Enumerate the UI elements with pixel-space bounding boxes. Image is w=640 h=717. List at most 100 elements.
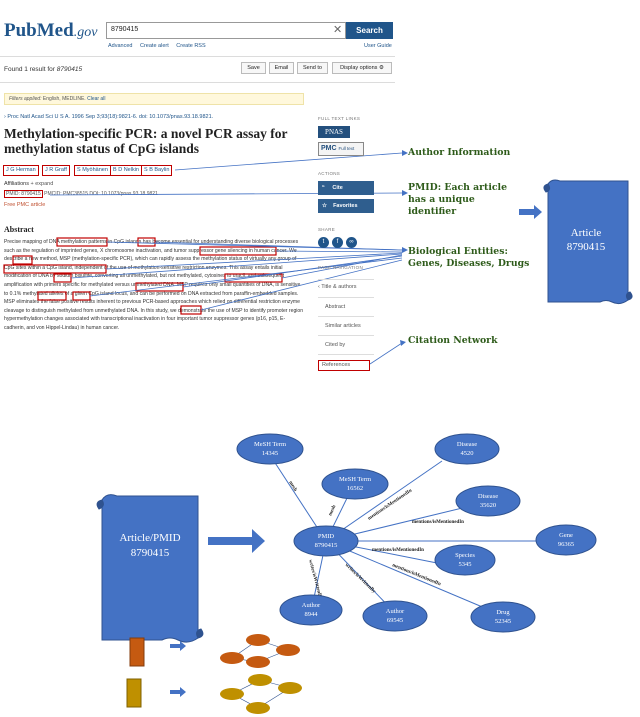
free-pmc-article[interactable]: Free PMC article — [4, 202, 46, 208]
header-divider — [0, 56, 395, 57]
create-rss-link[interactable]: Create RSS — [176, 43, 206, 49]
scroll-line1: Article — [571, 227, 602, 239]
clear-all-link[interactable]: Clear all — [87, 96, 106, 102]
pmc-full-text-link[interactable]: PMC Full text — [318, 142, 364, 156]
logo-text: PubMed — [4, 20, 74, 41]
cite-button[interactable]: “ Cite — [318, 181, 374, 195]
node-drug-value: 52345 — [495, 618, 511, 625]
nav-label: Title & authors — [321, 284, 357, 290]
edge-label-mesh: mesh — [287, 480, 297, 492]
node-drug-label: Drug — [496, 609, 510, 616]
nav-abstract[interactable]: Abstract — [325, 304, 346, 310]
arrowhead — [400, 340, 406, 346]
node-mesh2-label: MeSH Term — [339, 476, 371, 483]
article-pmid-line1: Article/PMID — [119, 532, 180, 544]
logo-gov: .gov — [73, 25, 98, 40]
node-gene — [535, 524, 597, 556]
share-label: SHARE — [318, 227, 336, 232]
article-title: Methylation-specific PCR: a novel PCR as… — [4, 126, 288, 156]
node-disease1-value: 4520 — [461, 450, 474, 457]
node-pmid-label: PMID — [318, 533, 335, 540]
connector-line — [174, 152, 403, 171]
node-disease1 — [434, 433, 500, 465]
author-link[interactable]: S B Baylin — [141, 165, 173, 176]
abstract-heading: Abstract — [4, 225, 34, 234]
filters-value: English, MEDLINE. — [42, 96, 86, 102]
connector-line — [369, 342, 403, 365]
node-disease2-label: Disease — [478, 493, 498, 500]
nav-references[interactable]: References — [318, 360, 370, 371]
results-count: Found 1 result for 8790415 — [4, 66, 82, 73]
edge-label-mentions: mentions/isMentionedIn — [391, 563, 441, 587]
mini-arrow — [170, 687, 186, 697]
node-disease2 — [455, 485, 521, 517]
nav-divider — [318, 335, 374, 336]
facebook-icon[interactable]: f — [332, 237, 343, 248]
display-options-button[interactable]: Display options ⚙ — [332, 62, 392, 74]
identifiers: PMID: 8790415 PMCID: PMC38515 DOI: 10.10… — [4, 190, 158, 198]
expand-link[interactable]: + expand — [30, 181, 54, 187]
save-button[interactable]: Save — [241, 62, 266, 74]
found-prefix: Found 1 result for — [4, 66, 55, 73]
user-guide-link[interactable]: User Guide — [364, 43, 392, 49]
mini-node — [276, 644, 300, 656]
node-author2 — [279, 594, 343, 626]
search-input[interactable]: 8790415 — [106, 22, 346, 39]
arrow-to-pmid — [208, 529, 265, 553]
twitter-icon[interactable]: t — [318, 237, 329, 248]
arrowhead — [402, 247, 408, 253]
edge-label-mesh: mesh — [328, 504, 337, 516]
affiliations-label: Affiliations — [4, 181, 29, 187]
pubmed-logo[interactable]: PubMed.gov — [4, 20, 97, 42]
create-alert-link[interactable]: Create alert — [140, 43, 169, 49]
article-scroll — [543, 179, 633, 305]
article-pmid-scroll — [96, 494, 204, 643]
email-button[interactable]: Email — [269, 62, 294, 74]
nav-cited-by[interactable]: Cited by — [325, 342, 346, 348]
annotation-citation-network: Citation Network — [408, 335, 498, 346]
cite-label: Cite — [332, 185, 343, 191]
journal-text: Proc Natl Acad Sci U S A. 1996 Sep 3;93(… — [7, 114, 214, 120]
node-species-value: 5345 — [459, 561, 472, 568]
clear-search-icon[interactable]: ✕ — [333, 24, 343, 36]
node-mesh2-value: 16562 — [347, 485, 363, 492]
nav-divider — [318, 279, 374, 280]
link-icon[interactable]: ∞ — [346, 237, 357, 248]
connector-line — [70, 253, 403, 279]
edge-disease1 — [325, 460, 443, 542]
node-author1 — [362, 600, 428, 632]
arrow-to-article — [519, 205, 542, 219]
nav-similar-articles[interactable]: Similar articles — [325, 323, 361, 329]
nav-divider — [318, 316, 374, 317]
author-link[interactable]: J G Herman — [3, 165, 39, 176]
mini-node — [220, 652, 244, 664]
affiliations[interactable]: Affiliations + expand — [4, 181, 53, 187]
filters-bar: Filters applied: English, MEDLINE. Clear… — [4, 93, 304, 105]
nav-divider — [318, 354, 374, 355]
mini-graph-orange — [129, 634, 300, 668]
filters-label: Filters applied: — [9, 96, 42, 102]
connector-line — [89, 257, 403, 297]
mini-doc-gold — [126, 678, 142, 708]
advanced-link[interactable]: Advanced — [108, 43, 133, 49]
scroll-line2: 8790415 — [567, 241, 606, 253]
annotation-bio-entities: Biological Entities: Genes, Diseases, Dr… — [408, 246, 530, 269]
nav-title-authors[interactable]: ‹ Title & authors — [318, 284, 357, 290]
pmid[interactable]: PMID: 8790415 — [4, 190, 43, 198]
favorites-button[interactable]: ☆ Favorites — [318, 199, 374, 213]
connector-line — [200, 259, 403, 311]
mini-node — [220, 688, 244, 700]
journal-citation[interactable]: › Proc Natl Acad Sci U S A. 1996 Sep 3;9… — [4, 114, 213, 120]
author-link[interactable]: J R Graff — [42, 165, 70, 176]
quote-icon: “ — [322, 185, 325, 191]
send-to-button[interactable]: Send to — [297, 62, 328, 74]
node-species — [434, 544, 496, 576]
pmc-sub: Full text — [338, 146, 355, 151]
search-sublinks: Advanced Create alert Create RSS — [108, 43, 212, 49]
pnas-link[interactable]: PNAS — [318, 126, 350, 138]
search-button[interactable]: Search — [346, 22, 393, 39]
mini-graph-gold — [126, 674, 302, 714]
node-author2-label: Author — [302, 602, 321, 609]
